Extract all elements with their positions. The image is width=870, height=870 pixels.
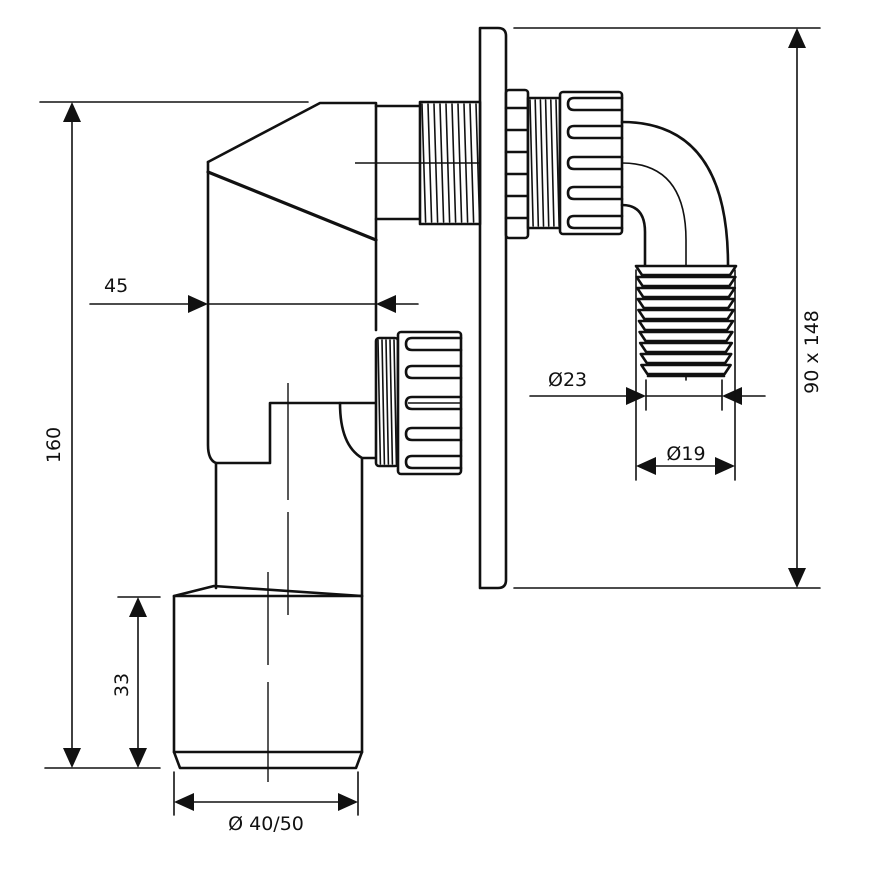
thread-line xyxy=(534,99,540,227)
hose-tail xyxy=(634,264,738,378)
cap-rib xyxy=(566,185,624,201)
thread-line xyxy=(393,339,398,465)
thread-line xyxy=(389,339,394,465)
cover-plate xyxy=(478,26,508,590)
thread-line xyxy=(539,99,545,227)
dim-label-40-50: Ø 40/50 xyxy=(228,813,304,835)
dim-label-33: 33 xyxy=(111,673,133,697)
cap-rib xyxy=(404,454,463,470)
thread-line xyxy=(377,339,382,465)
cap-rib xyxy=(566,214,624,230)
hose-rib xyxy=(634,264,738,277)
center-lines xyxy=(267,162,480,782)
dim-outlet-diameter: Ø 40/50 xyxy=(173,771,359,835)
plate-thread xyxy=(526,96,562,230)
hose-elbow xyxy=(620,120,730,381)
cap-rib xyxy=(404,395,463,411)
dim-label-160: 160 xyxy=(43,427,65,463)
thread-line xyxy=(529,99,534,227)
hose-rib xyxy=(638,330,734,343)
thread-line xyxy=(385,339,390,465)
dim-label-90x148: 90 x 148 xyxy=(801,310,823,394)
cap-rib xyxy=(404,336,463,352)
cap-rib xyxy=(404,426,463,442)
dim-cover-plate: 90 x 148 xyxy=(513,27,823,589)
dim-overall-height: 160 xyxy=(39,101,309,769)
hose-rib xyxy=(639,352,733,365)
cap-rib xyxy=(566,155,624,171)
thread-line xyxy=(381,339,386,465)
dim-label-45: 45 xyxy=(104,275,128,297)
hose-rib xyxy=(635,275,737,288)
cap-rib xyxy=(404,364,463,380)
hose-connector-cap xyxy=(558,90,624,236)
hose-rib xyxy=(636,297,736,310)
dim-body-width: 45 xyxy=(89,275,419,313)
dim-hose-inner-diameter: Ø19 xyxy=(635,269,736,481)
side-inlet-thread xyxy=(374,336,400,468)
thread-line xyxy=(555,99,560,227)
dim-outlet-height: 33 xyxy=(111,596,161,768)
dim-label-19: Ø19 xyxy=(666,443,705,465)
hose-rib xyxy=(635,286,737,299)
thread-line xyxy=(550,99,555,227)
hose-rib xyxy=(637,319,735,332)
hose-rib xyxy=(640,363,732,376)
hose-rib xyxy=(638,341,734,354)
lock-nut xyxy=(504,88,530,240)
dim-label-23: Ø23 xyxy=(548,369,587,391)
thread-line xyxy=(544,99,550,227)
hose-rib xyxy=(637,308,735,321)
siphon-body xyxy=(172,101,378,770)
cap-rib xyxy=(566,124,624,140)
cap-rib xyxy=(566,96,624,112)
